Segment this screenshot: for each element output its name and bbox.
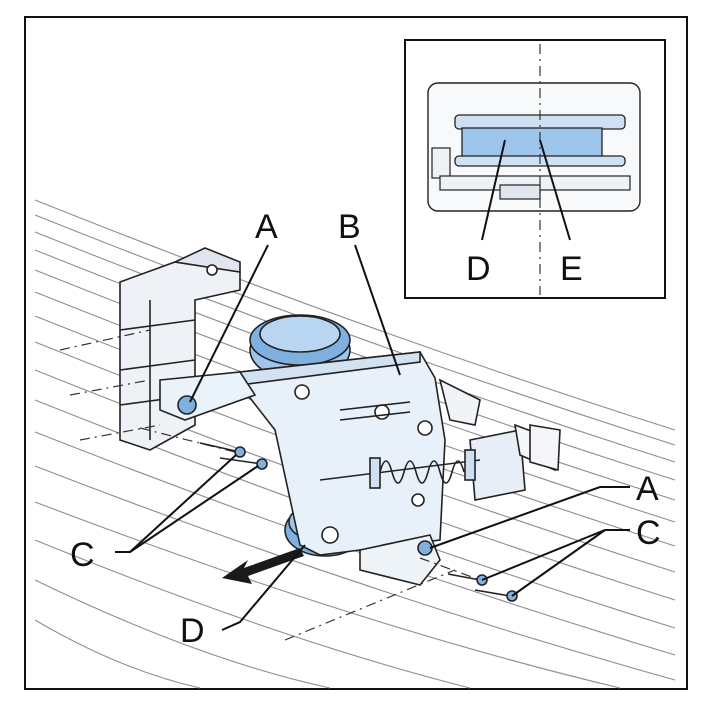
compression-spring-icon: [319, 449, 481, 507]
callout-a-right: A: [636, 470, 659, 508]
left-bracket: [119, 247, 241, 451]
callout-b-top: B: [338, 208, 361, 246]
callout-c-left: C: [70, 536, 95, 574]
right-ledge: [529, 424, 561, 472]
callout-d-inset: D: [466, 250, 491, 288]
leader-lines: [115, 139, 630, 631]
callout-e-inset: E: [560, 250, 583, 288]
callout-a-top: A: [255, 208, 278, 246]
bolts-left: [199, 442, 268, 470]
callout-d-bottom: D: [180, 612, 205, 650]
callout-c-right: C: [636, 514, 661, 552]
arrow-down-left-icon: [222, 548, 304, 584]
bottom-foot: [359, 534, 441, 586]
inset-detail: [404, 39, 666, 299]
